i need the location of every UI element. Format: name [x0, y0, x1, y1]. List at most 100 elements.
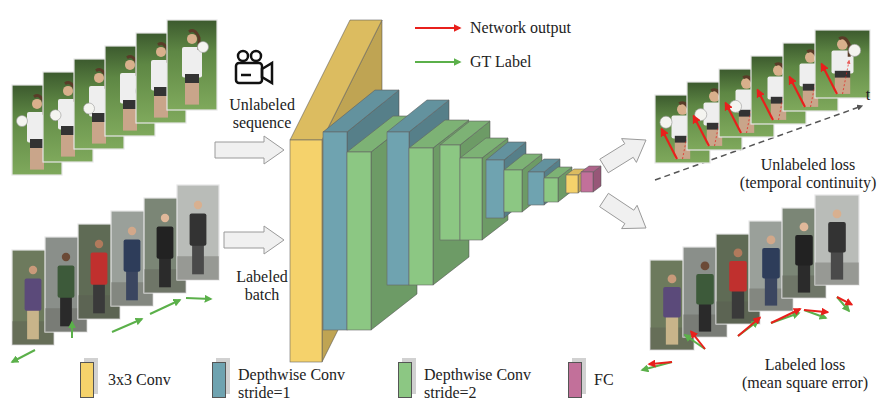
- person-head: [668, 275, 677, 284]
- gt-arrow: [112, 319, 142, 332]
- legend-text: Depthwise Conv stride=2: [424, 366, 531, 402]
- output-arrow: [758, 90, 773, 120]
- gt-arrow: [71, 322, 73, 338]
- person-torso: [828, 222, 846, 253]
- layer-front: [323, 132, 347, 330]
- ball: [50, 110, 61, 121]
- person-head: [194, 201, 202, 209]
- layer-front: [290, 140, 322, 362]
- person-shorts: [61, 126, 75, 135]
- person-head: [701, 262, 710, 271]
- person-legs: [765, 277, 777, 306]
- legend-swatch: [80, 362, 94, 398]
- legend-swatch: [398, 362, 412, 398]
- layer-front: [581, 172, 593, 192]
- caption: Unlabeled loss (temporal continuity): [740, 156, 876, 192]
- person-hair: [839, 38, 849, 57]
- person-head: [734, 249, 743, 258]
- person-legs: [831, 251, 843, 280]
- gt-arrow: [186, 298, 211, 299]
- person-shorts: [30, 139, 44, 148]
- output-arrow: [822, 64, 837, 94]
- caption: Labeled batch: [236, 268, 288, 304]
- person-legs: [60, 296, 72, 326]
- output-arrow: [691, 331, 705, 349]
- person-shorts: [123, 100, 137, 109]
- person-crop: [815, 195, 859, 285]
- person-shorts: [835, 71, 850, 78]
- ball: [84, 103, 95, 114]
- person-head: [161, 214, 169, 222]
- legend-text: GT Label: [470, 53, 531, 71]
- person-head: [800, 223, 809, 232]
- person-torso: [762, 248, 780, 279]
- camera-reel: [238, 51, 248, 61]
- gt-arrow: [150, 300, 180, 314]
- person-legs: [798, 264, 810, 293]
- person-head: [32, 99, 42, 109]
- person-legs: [732, 290, 744, 319]
- person-head: [156, 47, 166, 57]
- layer-front: [544, 178, 558, 202]
- person-head: [125, 60, 135, 70]
- person-torso: [91, 253, 108, 285]
- legend-text: FC: [594, 371, 614, 389]
- output-arrow: [843, 61, 850, 94]
- person-shorts: [154, 87, 168, 96]
- person-torso: [696, 274, 714, 305]
- camera-mark: [241, 74, 251, 77]
- output-arrow: [771, 309, 800, 323]
- camera-lens: [262, 63, 272, 83]
- output-arrow: [837, 297, 852, 305]
- layer-front: [486, 160, 504, 218]
- person-legs: [666, 316, 678, 345]
- person-torso: [157, 227, 174, 259]
- video-frame: [815, 30, 870, 98]
- layer-front: [387, 132, 409, 285]
- person-torso: [663, 287, 681, 318]
- person-torso: [795, 235, 813, 266]
- person-head: [29, 266, 37, 274]
- person-torso: [58, 266, 75, 298]
- output-arrow: [415, 27, 460, 29]
- camera-body: [236, 63, 262, 83]
- layer-front: [504, 170, 522, 212]
- layer-front: [409, 148, 433, 285]
- output-arrow: [662, 129, 677, 159]
- person-legs: [699, 303, 711, 332]
- ball: [17, 116, 28, 127]
- output-arrow: [804, 310, 828, 312]
- person-shorts: [185, 74, 199, 83]
- ball: [198, 42, 209, 53]
- gt-arrow: [415, 61, 460, 63]
- person-head: [833, 210, 842, 219]
- person-legs: [192, 244, 204, 274]
- person-head: [95, 240, 103, 248]
- person-torso: [182, 47, 202, 78]
- camera-reel: [251, 51, 261, 61]
- person-head: [128, 227, 136, 235]
- layer-front: [528, 172, 544, 205]
- layer-front: [460, 158, 482, 240]
- person-torso: [729, 261, 747, 292]
- person-head: [187, 34, 197, 44]
- ball: [849, 44, 861, 56]
- person-legs: [27, 309, 39, 339]
- output-arrow: [790, 77, 805, 107]
- layer-front: [566, 175, 578, 193]
- caption: Labeled loss (mean square error): [742, 356, 868, 392]
- person-head: [63, 86, 73, 96]
- output-arrow: [726, 103, 741, 133]
- ball: [695, 109, 707, 121]
- video-frame: [167, 20, 217, 110]
- ball: [729, 100, 741, 112]
- person-legs: [159, 257, 171, 287]
- person-legs: [93, 283, 105, 313]
- legend-swatch: [212, 362, 226, 398]
- legend-text: Depthwise Conv stride=1: [238, 366, 345, 402]
- ball: [660, 116, 672, 128]
- caption: t: [866, 86, 870, 104]
- person-legs: [126, 270, 138, 300]
- legend-text: 3x3 Conv: [108, 371, 171, 389]
